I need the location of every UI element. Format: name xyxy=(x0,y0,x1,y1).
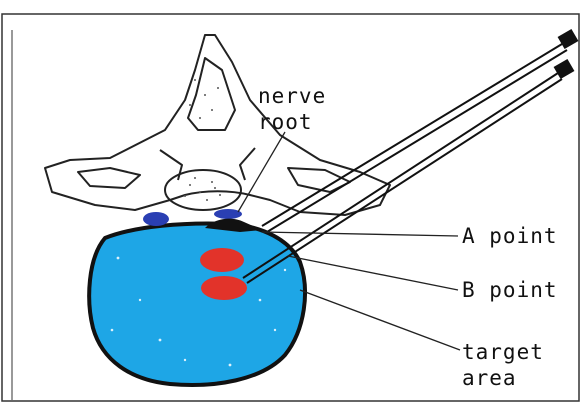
lesion-lower xyxy=(201,276,247,300)
label-target-line2: area xyxy=(462,366,517,390)
nerve-root-left xyxy=(143,212,169,226)
label-nerve-root-line1: nerve xyxy=(258,84,326,108)
bone-stipple xyxy=(184,79,221,201)
label-target-line1: target xyxy=(462,340,544,364)
lesion-upper xyxy=(200,248,244,272)
label-nerve-root-line2: root xyxy=(258,110,313,134)
needle-handle-icon xyxy=(558,29,579,49)
label-b-point: B point xyxy=(462,278,558,302)
needle-handle-icon xyxy=(554,59,575,79)
nerve-root-right xyxy=(214,209,242,219)
label-a-point: A point xyxy=(462,224,558,248)
disc-target-area xyxy=(89,224,305,385)
